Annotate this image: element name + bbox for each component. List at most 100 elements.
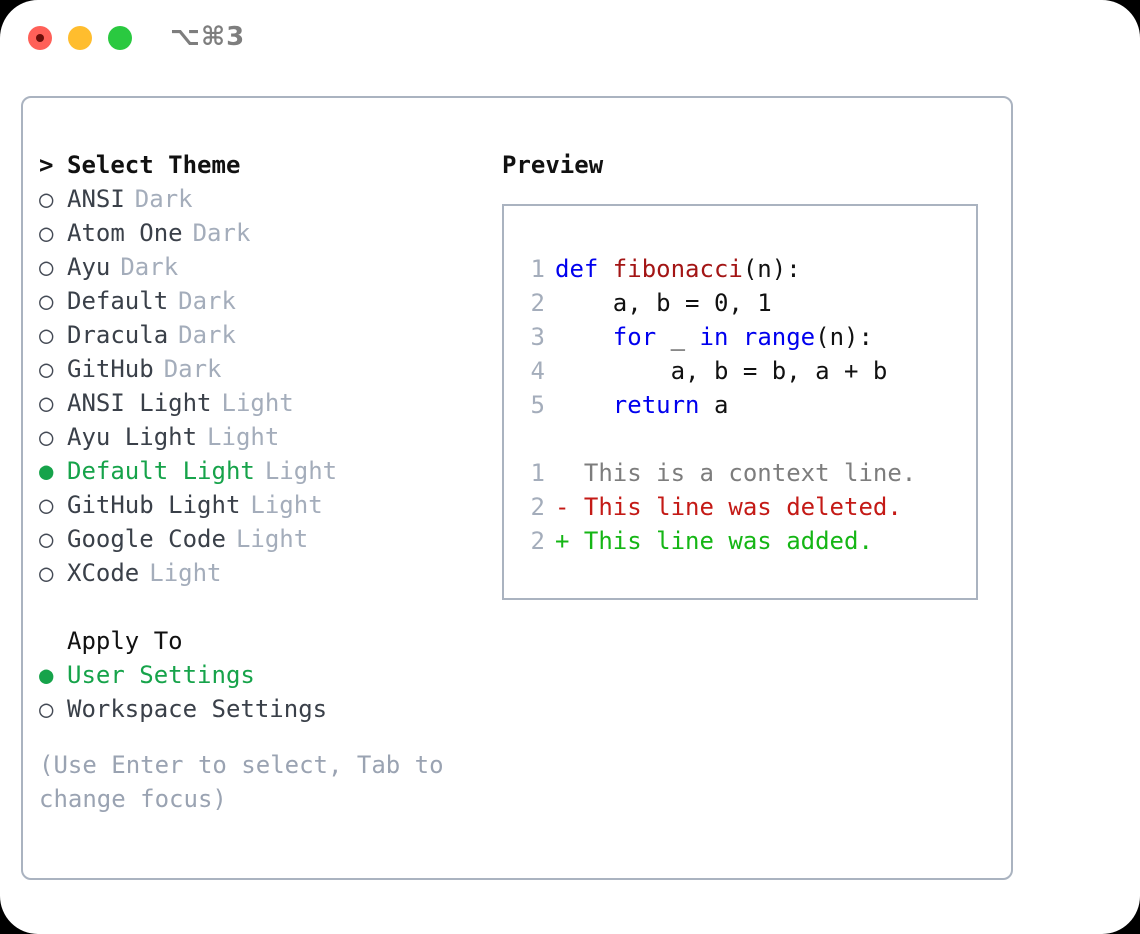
code-line: 5 return a: [521, 388, 916, 422]
theme-option-github[interactable]: ○ GitHub Dark: [39, 352, 499, 386]
diff-line-context: 1 This is a context line.: [521, 456, 917, 490]
theme-variant-badge: Dark: [178, 321, 236, 349]
radio-unselected-icon[interactable]: ○: [39, 185, 54, 213]
apply-to-option-user-settings[interactable]: ●User Settings: [39, 658, 499, 692]
select-theme-title: Select Theme: [67, 151, 241, 179]
code-token: def: [555, 255, 613, 283]
theme-option-label: Dracula: [67, 321, 169, 349]
line-number: 2: [530, 493, 545, 521]
radio-selected-icon[interactable]: ●: [39, 457, 54, 485]
radio-unselected-icon[interactable]: ○: [39, 525, 54, 553]
code-token: in: [699, 323, 729, 351]
theme-variant-badge: Light: [149, 559, 222, 587]
radio-unselected-icon[interactable]: ○: [39, 695, 54, 723]
code-blank-line: [521, 422, 916, 456]
apply-to-option-list: ●User Settings○Workspace Settings: [39, 658, 499, 726]
code-line: 3 for _ in range(n):: [521, 320, 916, 354]
code-line: 4 a, b = b, a + b: [521, 354, 916, 388]
radio-unselected-icon[interactable]: ○: [39, 423, 54, 451]
section-spacer: [39, 590, 499, 624]
theme-option-label: GitHub: [67, 355, 154, 383]
maximize-button[interactable]: [108, 26, 132, 50]
theme-option-ayu-light[interactable]: ○ Ayu Light Light: [39, 420, 499, 454]
code-token: [728, 323, 742, 351]
radio-unselected-icon[interactable]: ○: [39, 355, 54, 383]
diff-text: This line was deleted.: [569, 493, 902, 521]
radio-unselected-icon[interactable]: ○: [39, 491, 54, 519]
line-number: 2: [530, 289, 545, 317]
apply-to-option-workspace-settings[interactable]: ○Workspace Settings: [39, 692, 499, 726]
title-bar: ⌥⌘3: [0, 0, 1140, 80]
theme-option-xcode[interactable]: ○ XCode Light: [39, 556, 499, 590]
theme-option-google-code[interactable]: ○ Google Code Light: [39, 522, 499, 556]
diff-text: This is a context line.: [569, 459, 917, 487]
theme-option-label: Ayu: [67, 253, 111, 281]
line-number: 2: [530, 527, 545, 555]
diff-sign: [555, 459, 569, 487]
code-token: fibonacci: [612, 255, 743, 283]
theme-variant-badge: Light: [264, 457, 338, 485]
theme-option-default-light[interactable]: ● Default Light Light: [39, 454, 499, 488]
theme-option-label: Ayu Light: [67, 423, 198, 451]
apply-to-title: Apply To: [67, 627, 183, 655]
code-token: range: [742, 323, 816, 351]
keyboard-shortcut-label: ⌥⌘3: [170, 22, 246, 52]
theme-variant-badge: Light: [207, 423, 280, 451]
theme-option-ayu[interactable]: ○ Ayu Dark: [39, 250, 499, 284]
theme-variant-badge: Dark: [163, 355, 222, 383]
radio-unselected-icon[interactable]: ○: [39, 559, 54, 587]
theme-option-label: Default: [67, 287, 169, 315]
diff-sign: -: [555, 493, 570, 521]
theme-option-label: Google Code: [67, 525, 226, 553]
line-number: 4: [530, 357, 545, 385]
theme-variant-badge: Dark: [120, 253, 179, 281]
keyboard-hint-text: (Use Enter to select, Tab to change focu…: [39, 751, 444, 813]
diff-line-added: 2 + This line was added.: [521, 524, 916, 558]
radio-unselected-icon[interactable]: ○: [39, 219, 54, 247]
theme-option-atom-one[interactable]: ○ Atom One Dark: [39, 216, 499, 250]
theme-variant-badge: Dark: [192, 219, 251, 247]
code-token: return: [612, 391, 700, 419]
code-token: (n):: [815, 323, 873, 351]
close-button[interactable]: [28, 26, 52, 50]
theme-option-dracula[interactable]: ○ Dracula Dark: [39, 318, 499, 352]
code-token: for: [612, 323, 657, 351]
code-token: a, b = b, a + b: [555, 357, 888, 385]
radio-selected-icon[interactable]: ●: [39, 661, 54, 689]
theme-option-label: Default Light: [67, 457, 255, 485]
code-token: (n):: [742, 255, 801, 283]
theme-variant-badge: Light: [235, 525, 309, 553]
theme-option-label: XCode: [67, 559, 140, 587]
code-token: [555, 391, 613, 419]
radio-unselected-icon[interactable]: ○: [39, 287, 54, 315]
theme-option-ansi[interactable]: ○ ANSI Dark: [39, 182, 499, 216]
minimize-button[interactable]: [68, 26, 92, 50]
window-controls: [28, 26, 132, 50]
theme-option-label: ANSI: [67, 185, 125, 213]
theme-option-label: Atom One: [67, 219, 183, 247]
radio-unselected-icon[interactable]: ○: [39, 253, 54, 281]
theme-variant-badge: Dark: [134, 185, 193, 213]
diff-line-deleted: 2- This line was deleted.: [521, 490, 916, 524]
theme-option-label: GitHub Light: [67, 491, 241, 519]
radio-unselected-icon[interactable]: ○: [39, 321, 54, 349]
code-token: a, b = 0, 1: [555, 289, 772, 317]
diff-sign: +: [555, 527, 570, 555]
diff-text: This line was added.: [569, 527, 873, 555]
radio-unselected-icon[interactable]: ○: [39, 389, 54, 417]
theme-variant-badge: Light: [221, 389, 294, 417]
code-token: [555, 323, 613, 351]
select-theme-header: > Select Theme: [39, 148, 499, 182]
preview-title: Preview: [502, 151, 604, 179]
